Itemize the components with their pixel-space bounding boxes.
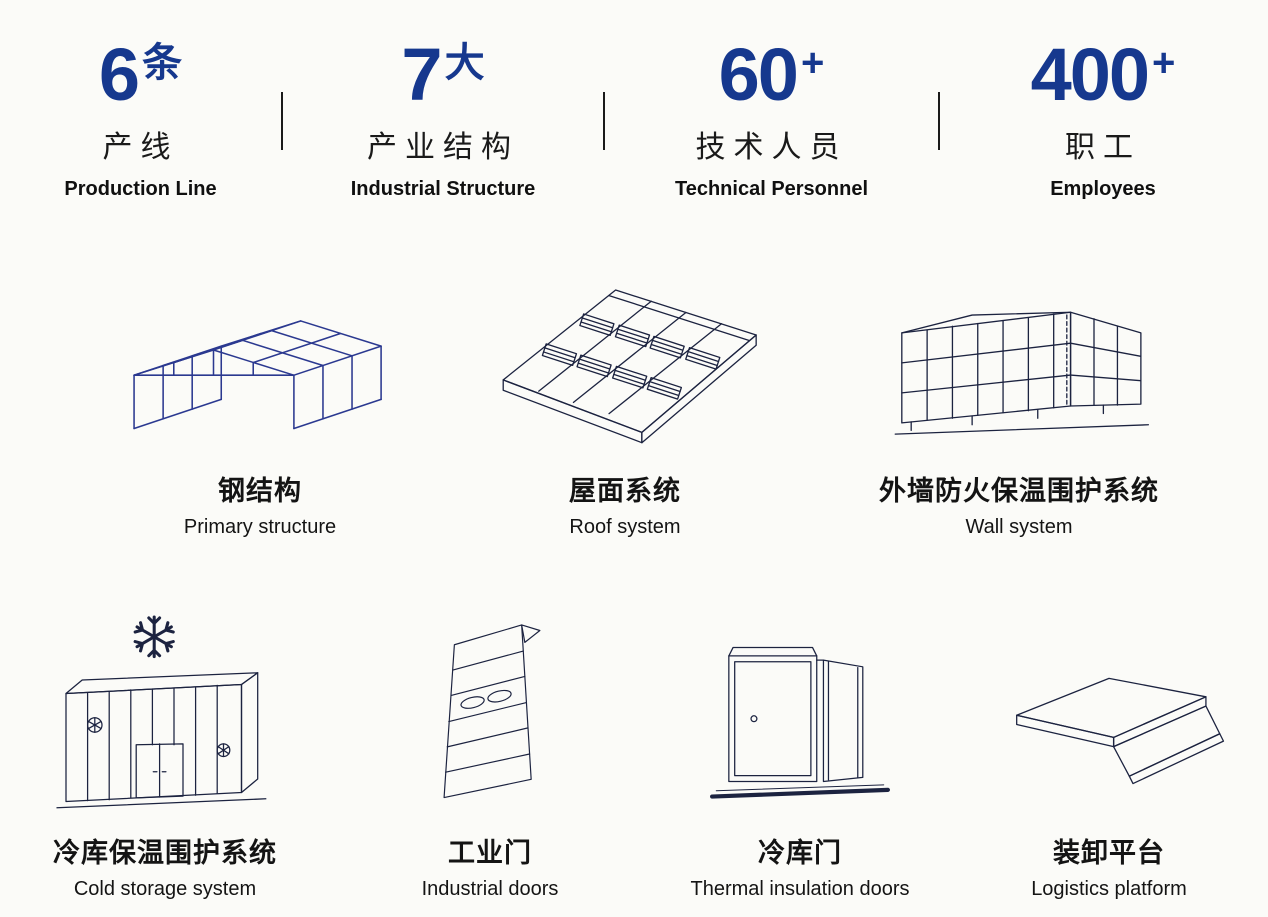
product-label-en: Logistics platform [1031,878,1187,900]
stat-label-zh: 职工 [1065,131,1141,164]
illustration-box [475,261,775,453]
product-label-en: Wall system [965,516,1073,538]
product-label-zh: 外墙防火保温围护系统 [879,476,1159,506]
product-industrial-door: 工业门 Industrial doors [395,601,585,901]
illustration-box [395,601,585,815]
stat-value: 60 [718,33,799,116]
product-label-zh: 屋面系统 [569,476,681,506]
illustration-box [869,261,1169,453]
product-label-en: Thermal insulation doors [690,878,910,900]
stat-label-en: Industrial Structure [350,178,536,200]
wall-system-icon [894,311,1150,435]
illustration-box [691,601,910,815]
industrial-door-icon [443,624,541,799]
stat-divider [603,92,605,150]
stat-employees: 400+ 职工 Employees [940,38,1266,201]
stat-label-en: Technical Personnel [674,178,869,200]
illustration-box [105,261,415,453]
stat-number: 60+ [605,38,938,112]
product-roof-system: 屋面系统 Roof system [475,261,775,539]
stat-suffix: 条 [142,41,183,85]
stat-divider [281,92,283,150]
product-label-zh: 冷库门 [758,838,842,868]
stat-label-en: Employees [1050,178,1156,200]
dock-leveler-icon [1016,677,1225,785]
stat-number: 400+ [940,38,1266,112]
product-cold-storage-door: 冷库门 Thermal insulation doors [691,601,910,901]
product-label-zh: 冷库保温围护系统 [53,838,277,868]
product-label-en: Roof system [569,516,681,538]
stat-value: 400 [1030,33,1150,116]
cold-storage-door-icon [710,646,890,799]
stat-value: 7 [401,33,442,116]
steel-structure-icon [133,320,382,430]
illustration-box [39,601,291,815]
stat-divider [938,92,940,150]
product-wall-system: 外墙防火保温围护系统 Wall system [869,261,1169,539]
product-steel-structure: 钢结构 Primary structure [105,261,415,539]
product-label-en: Cold storage system [73,878,257,900]
product-dock-leveler: 装卸平台 Logistics platform [989,601,1229,901]
products-row-1: 钢结构 Primary structure [0,245,1268,555]
illustration-box [989,601,1229,815]
product-label-en: Primary structure [183,516,337,538]
cold-storage-icon [56,615,267,809]
stat-suffix: + [1152,41,1176,85]
stat-suffix: + [800,41,825,85]
stat-label-zh: 产线 [102,131,179,164]
stat-suffix: 大 [444,41,485,85]
roof-system-icon [502,289,757,444]
product-cold-storage: 冷库保温围护系统 Cold storage system [39,601,291,901]
stat-value: 6 [98,33,140,116]
stat-label-zh: 技术人员 [695,131,848,164]
stat-label-en: Production Line [64,178,217,200]
snowflake-icon [132,615,176,659]
product-label-zh: 钢结构 [218,476,302,506]
product-label-zh: 装卸平台 [1053,838,1165,868]
stat-technical-personnel: 60+ 技术人员 Technical Personnel [605,38,938,201]
products-row-2: 冷库保温围护系统 Cold storage system [0,585,1268,917]
product-label-zh: 工业门 [448,838,532,868]
stat-label-zh: 产业结构 [367,131,519,164]
product-label-en: Industrial doors [421,878,559,900]
